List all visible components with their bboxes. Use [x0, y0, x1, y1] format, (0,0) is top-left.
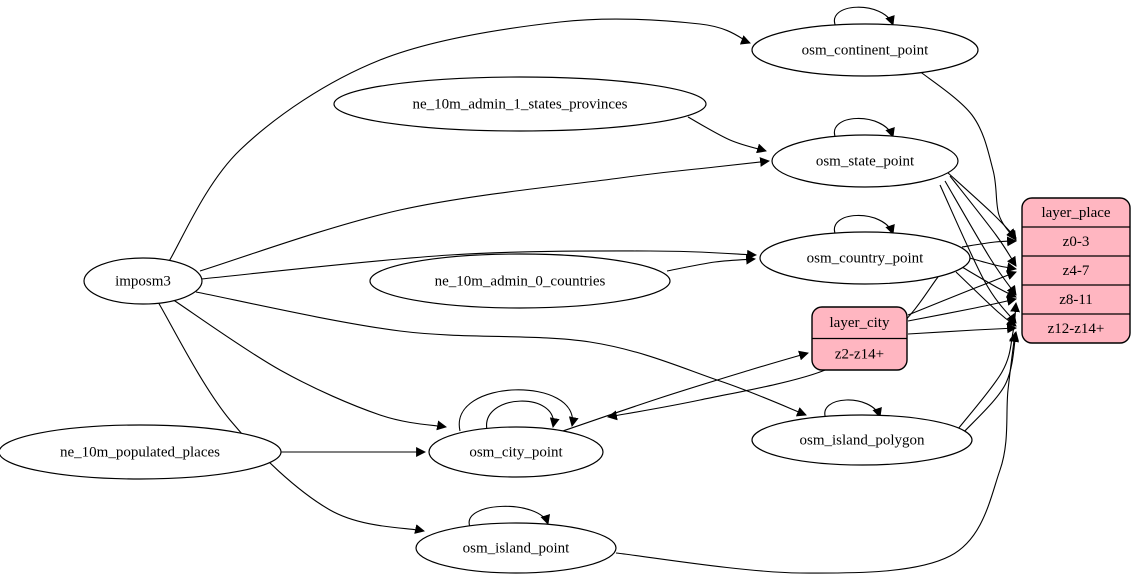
node-imposm3	[83, 257, 203, 305]
edge-imposm3-to-osm_island_polygon	[195, 291, 807, 417]
record-row-layer_place-z0-3: z0-3	[1063, 234, 1090, 250]
edge-layer_city-to-layer_place-z4-7	[907, 270, 1017, 316]
edge-osm_state_point-to-layer_place-z8-11	[944, 180, 1017, 296]
record-title-layer_city: layer_city	[830, 315, 890, 331]
self-loop-osm_country_point-2	[833, 214, 895, 237]
record-row-layer_city-z2-z14+: z2-z14+	[835, 347, 884, 363]
edge-osm_state_point-to-layer_place-z4-7	[949, 175, 1017, 267]
edge-osm_island_polygon-to-layer_place-z12-z14+	[961, 331, 1020, 435]
node-label-ne_10m_populated_places: ne_10m_populated_places	[60, 444, 220, 460]
node-osm_city_point	[428, 426, 604, 478]
record-row-layer_place-z12-z14+: z12-z14+	[1048, 321, 1105, 337]
edge-osm_state_point-to-layer_place-z0-3	[946, 171, 1017, 239]
self-loop-osm_continent_point-0	[833, 6, 895, 28]
edge-imposm3-to-osm_state_point	[199, 157, 770, 272]
self-loop-osm_city_point-5	[458, 389, 579, 432]
node-ne_10m_admin_0_countries	[369, 253, 671, 309]
node-layer_place	[1021, 197, 1131, 344]
node-label-osm_island_polygon: osm_island_polygon	[799, 432, 925, 448]
record-title-layer_place: layer_place	[1041, 205, 1110, 221]
node-label-osm_city_point: osm_city_point	[469, 444, 563, 460]
node-label-imposm3: imposm3	[115, 273, 171, 289]
edge-osm_city_point-to-layer_city-z2-z14+	[559, 350, 809, 433]
node-label-ne_10m_admin_1_states_provinces: ne_10m_admin_1_states_provinces	[413, 96, 628, 112]
edge-osm_island_polygon-to-layer_place-z8-11	[957, 302, 1021, 430]
self-loop-osm_state_point-1	[833, 117, 895, 140]
edge-osm_island_point-to-layer_place-z12-z14+	[615, 332, 1019, 574]
edge-imposm3-to-osm_continent_point	[167, 18, 751, 264]
node-osm_continent_point	[751, 23, 979, 77]
node-osm_state_point	[771, 134, 959, 188]
edge-layer_city-to-layer_place-z8-11	[907, 296, 1017, 322]
node-osm_island_point	[415, 522, 617, 574]
record-row-layer_place-z4-7: z4-7	[1063, 263, 1090, 279]
node-label-osm_state_point: osm_state_point	[816, 153, 915, 169]
edge-imposm3-to-osm_city_point	[171, 298, 447, 431]
node-ne_10m_admin_1_states_provinces	[333, 76, 707, 132]
self-loop-osm_island_point-4	[468, 505, 550, 528]
node-osm_country_point	[759, 231, 971, 285]
node-label-ne_10m_admin_0_countries: ne_10m_admin_0_countries	[435, 273, 606, 289]
edge-imposm3-to-osm_country_point	[200, 249, 757, 280]
record-row-layer_place-z8-11: z8-11	[1059, 292, 1093, 308]
node-label-osm_country_point: osm_country_point	[807, 250, 924, 266]
edge-ne_10m_admin_0_countries-to-osm_country_point	[666, 254, 756, 272]
edge-layer_city-to-layer_place-z12-z14+	[907, 323, 1017, 335]
node-label-osm_continent_point: osm_continent_point	[802, 42, 929, 58]
node-label-osm_island_point: osm_island_point	[463, 540, 571, 556]
edge-osm_country_point-to-layer_place-z12-z14+	[955, 271, 1017, 327]
self-loop-osm_city_point-6	[486, 400, 560, 431]
node-ne_10m_populated_places	[0, 424, 282, 480]
self-loop-osm_island_polygon-3	[824, 399, 882, 420]
node-osm_island_polygon	[751, 414, 973, 466]
edge-osm_country_point-to-layer_place-z0-3	[961, 236, 1017, 248]
edge-ne_10m_admin_1_states_provinces-to-osm_state_point	[687, 116, 767, 154]
edge-osm_state_point-to-layer_place-z12-z14+	[939, 184, 1017, 324]
